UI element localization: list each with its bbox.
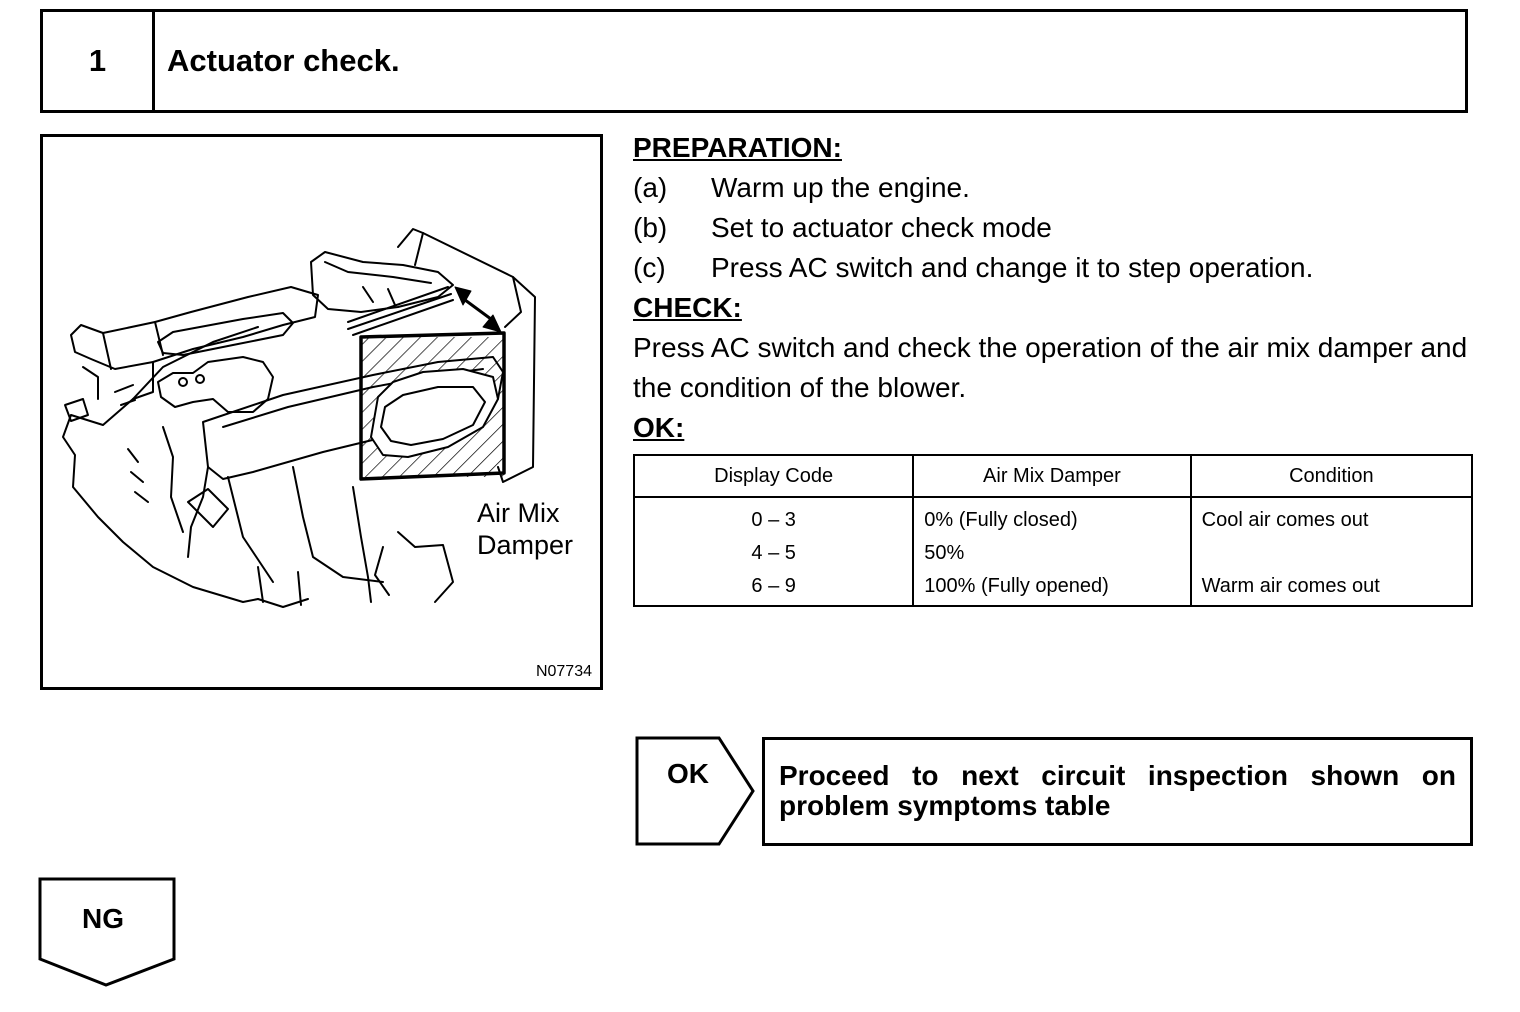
step-letter: (c) bbox=[633, 252, 666, 283]
table-cell: Cool air comes out bbox=[1189, 497, 1474, 537]
arrow-down-icon bbox=[38, 877, 176, 987]
column-header: Condition bbox=[1189, 454, 1474, 498]
step-text: Press AC switch and change it to step op… bbox=[711, 252, 1314, 283]
ok-heading: OK: bbox=[633, 412, 685, 443]
ok-label: OK bbox=[667, 758, 709, 789]
table-row: 0 – 3 0% (Fully closed) Cool air comes o… bbox=[632, 497, 1474, 537]
ok-criteria-table: Display Code Air Mix Damper Condition 0 … bbox=[632, 454, 1474, 607]
table-cell: Warm air comes out bbox=[1189, 570, 1474, 607]
step-letter: (b) bbox=[633, 212, 668, 243]
ng-result-tag: NG bbox=[38, 877, 178, 994]
table-cell: 0% (Fully closed) bbox=[912, 497, 1192, 537]
step-title: Actuator check. bbox=[167, 43, 400, 78]
table-cell bbox=[1189, 537, 1474, 570]
table-cell: 4 – 5 bbox=[632, 537, 915, 570]
preparation-step: (b) Set to actuator check mode bbox=[633, 208, 1478, 248]
air-mix-damper-label: Air Mix Damper bbox=[477, 497, 573, 561]
ok-result-text: Proceed to next circuit inspection shown… bbox=[762, 737, 1473, 846]
air-mix-damper-label-line2: Damper bbox=[477, 530, 574, 560]
heater-unit-drawing bbox=[62, 228, 536, 608]
preparation-step: (a) Warm up the engine. bbox=[633, 168, 1478, 208]
step-text: Warm up the engine. bbox=[711, 172, 970, 203]
step-header: 1 Actuator check. bbox=[40, 9, 1468, 113]
column-header: Display Code bbox=[632, 454, 915, 498]
table-cell: 50% bbox=[912, 537, 1192, 570]
column-header: Air Mix Damper bbox=[912, 454, 1192, 498]
table-row: 6 – 9 100% (Fully opened) Warm air comes… bbox=[632, 570, 1474, 607]
arrow-right-icon bbox=[635, 736, 755, 846]
table-cell: 0 – 3 bbox=[632, 497, 915, 537]
actuator-illustration: Air Mix Damper N07734 bbox=[40, 134, 603, 690]
table-header-row: Display Code Air Mix Damper Condition bbox=[632, 454, 1474, 498]
preparation-step: (c) Press AC switch and change it to ste… bbox=[633, 248, 1478, 288]
step-letter: (a) bbox=[633, 172, 668, 203]
table-cell: 100% (Fully opened) bbox=[912, 570, 1192, 607]
step-number: 1 bbox=[43, 12, 155, 110]
check-text: Press AC switch and check the operation … bbox=[633, 332, 1468, 403]
instructions: PREPARATION: (a) Warm up the engine. (b)… bbox=[633, 128, 1478, 448]
table-cell: 6 – 9 bbox=[632, 570, 915, 607]
step-text: Set to actuator check mode bbox=[711, 212, 1052, 243]
figure-code: N07734 bbox=[535, 663, 592, 680]
ng-label: NG bbox=[82, 903, 124, 934]
ok-result-tag: OK bbox=[635, 736, 759, 853]
table-row: 4 – 5 50% bbox=[632, 537, 1474, 570]
preparation-heading: PREPARATION: bbox=[633, 132, 842, 163]
check-heading: CHECK: bbox=[633, 292, 742, 323]
air-mix-damper-label-line1: Air Mix bbox=[477, 498, 560, 528]
